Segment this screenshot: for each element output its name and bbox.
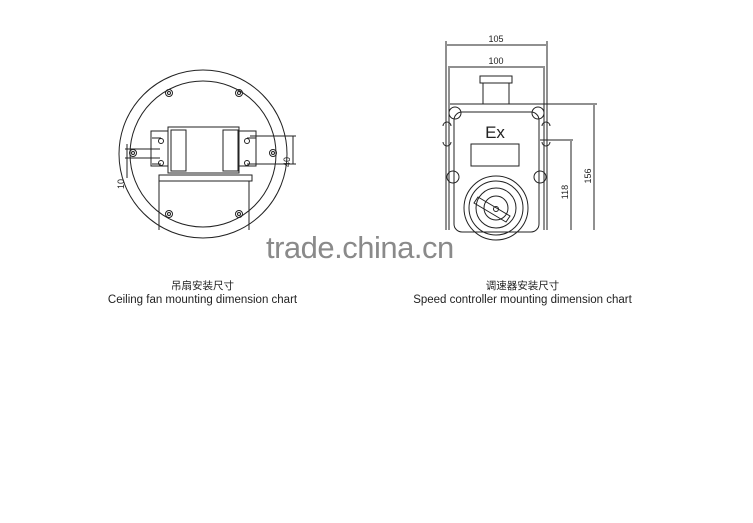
dim-inner-width: 100 [488,56,503,66]
dim-slot-width: 10 [116,179,126,189]
dim-mount-height: 118 [560,185,570,199]
caption-cn: 吊扇安装尺寸 [171,280,234,292]
dim-outer-width: 105 [488,34,503,44]
speed-controller-caption: 调速器安装尺寸 Speed controller mounting dimens… [395,279,650,307]
speed-controller-drawing [442,41,597,241]
ex-label: Ex [485,123,505,142]
ceiling-fan-drawing [118,69,296,239]
ceiling-fan-caption: 吊扇安装尺寸 Ceiling fan mounting dimension ch… [90,279,315,307]
watermark: trade.china.cn [266,230,454,265]
dim-slot-spacing: 40 [282,157,292,167]
dim-total-height: 156 [583,168,593,183]
caption-en: Ceiling fan mounting dimension chart [107,294,298,306]
caption-cn: 调速器安装尺寸 [485,280,560,292]
caption-en: Speed controller mounting dimension char… [413,294,632,306]
